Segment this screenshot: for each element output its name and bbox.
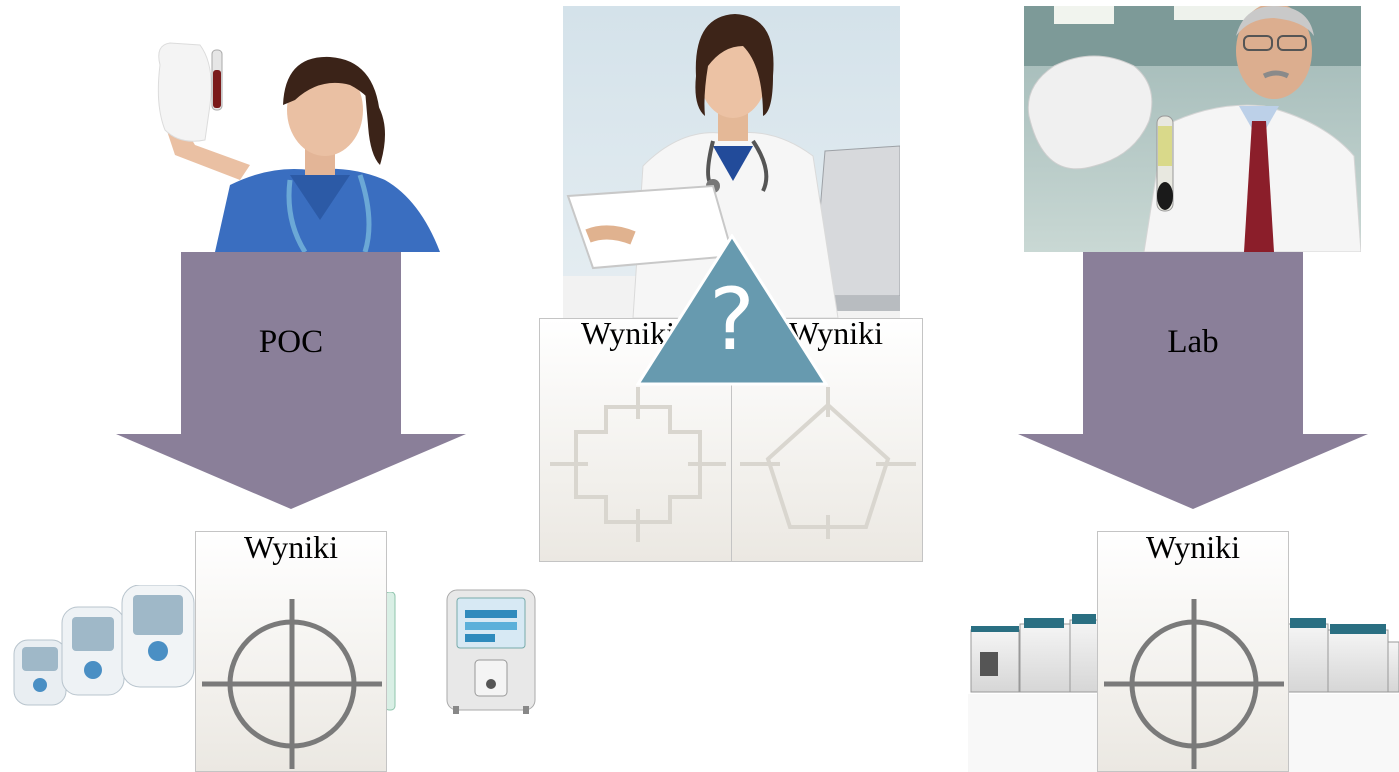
middle-results-title-left: Wyniki [581,315,676,351]
poc-results-title: Wyniki [243,529,339,565]
question-mark: ? [709,270,755,370]
middle-results-card-right: Wyniki [731,315,923,562]
poc-glucometers-image [13,585,195,706]
poc-analyzer-image [446,589,536,714]
middle-results-title-right: Wyniki [788,315,883,351]
lab-results-card: Wyniki [1097,529,1289,772]
poc-arrow-label: POC [258,324,324,360]
question-triangle-icon [636,234,828,386]
crosshair-icon [1104,599,1284,769]
poc-arrow [116,252,466,509]
poc-results-card: Wyniki [195,529,387,772]
pentagon-shape-icon [740,387,916,539]
lab-results-title: Wyniki [1145,529,1241,565]
lab-arrow [1018,252,1368,509]
lab-doctor-photo [1024,6,1361,252]
nurse-photo [120,5,460,252]
lab-arrow-label: Lab [1167,324,1219,360]
crosshair-icon [202,599,382,769]
cross-shape-icon [550,387,726,542]
poc-device-partial-image [385,592,396,711]
